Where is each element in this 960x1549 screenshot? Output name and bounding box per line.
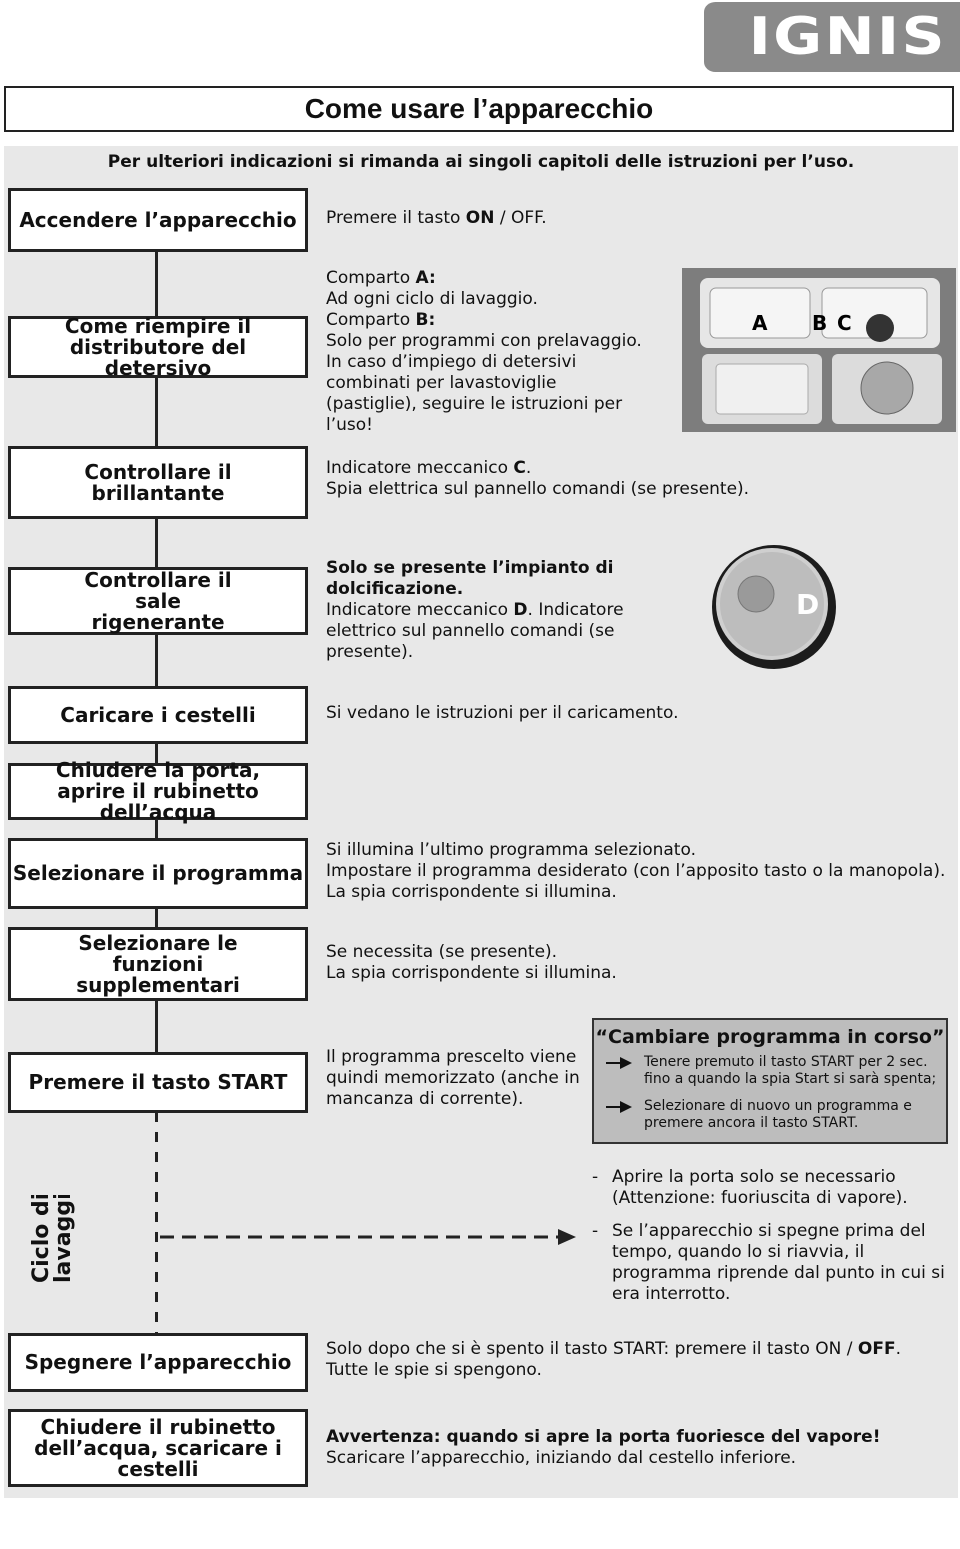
connector-line [155, 377, 158, 447]
right-arrow-icon [606, 1101, 632, 1113]
desc-programma: Si illumina l’ultimo programma seleziona… [326, 840, 946, 902]
right-arrow-icon [606, 1057, 632, 1069]
label-d: D [796, 588, 819, 621]
step-spegnere: Spegnere l’apparecchio [8, 1333, 308, 1392]
step-caricare-cestelli: Caricare i cestelli [8, 686, 308, 744]
step-distributore-detersivo: Come riempire il distributore del deters… [8, 313, 308, 380]
ciclo-label-line: Ciclo di [29, 1195, 54, 1283]
cambio-programma-box: “Cambiare programma in corso” Tenere pre… [592, 1018, 948, 1144]
svg-text:Ciclo di lavaggio: Ciclo di lavaggio [29, 1195, 76, 1283]
ciclo-lavaggio-label: Ciclo di lavaggio [29, 1195, 76, 1283]
step-label: Premere il tasto START [28, 1070, 288, 1094]
label-a: A [752, 311, 768, 335]
step-label: Selezionare il programma [12, 861, 304, 885]
cambio-item: Tenere premuto il tasto START per 2 sec.… [644, 1054, 937, 1087]
step-label: Chiudere la porta, aprire il rubinetto d… [55, 758, 261, 824]
brand-name: IGNIS [748, 7, 947, 67]
step-label: Spegnere l’apparecchio [24, 1350, 292, 1374]
cambio-title: “Cambiare programma in corso” [595, 1026, 945, 1048]
desc-scaricare: Avvertenza: quando si apre la porta fuor… [326, 1427, 881, 1468]
desc-caricare: Si vedano le istruzioni per il caricamen… [326, 703, 679, 723]
ciclo-note: -Se l’apparecchio si spegne prima del te… [592, 1221, 945, 1304]
label-c: C [837, 311, 852, 335]
dispenser-photo: A B C [682, 268, 956, 432]
desc-spegnere: Solo dopo che si è spento il tasto START… [326, 1339, 902, 1380]
connector-line [155, 908, 158, 928]
step-label: Chiudere il rubinetto dell’acqua, scaric… [34, 1414, 282, 1481]
step-label: Accendere l’apparecchio [19, 207, 297, 232]
desc-accendere: Premere il tasto ON / OFF. [326, 208, 547, 228]
step-premere-start: Premere il tasto START [8, 1052, 308, 1113]
dashed-connector-line [155, 1112, 158, 1334]
connector-line [155, 819, 158, 839]
step-chiudere-rubinetto: Chiudere il rubinetto dell’acqua, scaric… [8, 1409, 308, 1487]
desc-distributore: Comparto A: Ad ogni ciclo di lavaggio. C… [326, 268, 642, 435]
step-label: Controllare il sale rigenerante [84, 567, 232, 634]
page-subtitle: Per ulteriori indicazioni si rimanda ai … [107, 152, 855, 172]
step-accendere: Accendere l’apparecchio [8, 188, 308, 252]
connector-line [155, 743, 158, 764]
connector-line [155, 251, 158, 317]
page-title: Come usare l’apparecchio [4, 86, 954, 132]
connector-line [155, 634, 158, 687]
ciclo-note: -Aprire la porta solo se necessario (Att… [592, 1167, 908, 1208]
step-label: Come riempire il distributore del deters… [64, 313, 252, 380]
desc-start: Il programma prescelto viene quindi memo… [326, 1047, 580, 1109]
label-b: B [812, 311, 827, 335]
desc-funzioni: Se necessita (se presente). La spia corr… [326, 942, 617, 983]
brand-logo: IGNIS [704, 2, 960, 72]
desc-brillantante: Indicatore meccanico C. Spia elettrica s… [326, 458, 750, 499]
step-label: Selezionare le funzioni supplementari [76, 930, 240, 997]
connector-line [155, 518, 158, 568]
connector-line [155, 1000, 158, 1053]
step-brillantante: Controllare il brillantante [8, 446, 308, 519]
salt-cap-photo: D [712, 545, 836, 669]
step-selezionare-programma: Selezionare il programma [8, 838, 308, 909]
step-label: Controllare il brillantante [84, 459, 232, 505]
ciclo-notes: -Aprire la porta solo se necessario (Att… [592, 1167, 948, 1305]
dashed-arrow [160, 1229, 576, 1245]
step-sale-rigenerante: Controllare il sale rigenerante [8, 567, 308, 635]
ciclo-label-line: lavaggio [51, 1195, 76, 1283]
step-chiudere-porta: Chiudere la porta, aprire il rubinetto d… [8, 758, 308, 824]
desc-sale: Solo se presente l’impianto di dolcifica… [326, 558, 624, 662]
step-funzioni-supplementari: Selezionare le funzioni supplementari [8, 927, 308, 1001]
cambio-item: Selezionare di nuovo un programma e prem… [644, 1098, 912, 1131]
step-label: Caricare i cestelli [60, 702, 256, 727]
